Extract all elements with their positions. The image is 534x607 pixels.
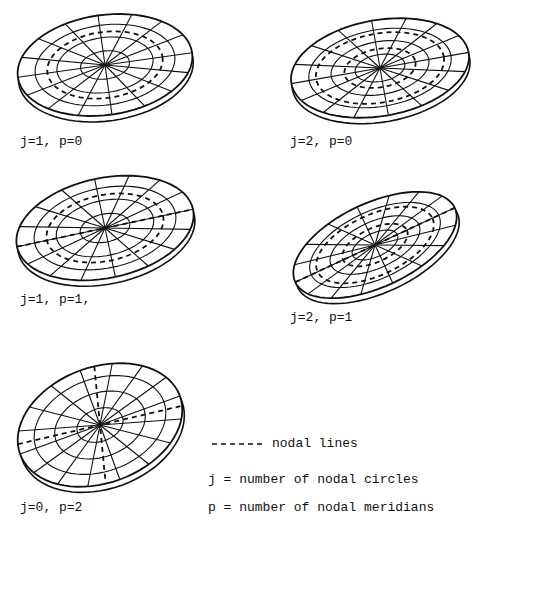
- grid-meridian: [380, 52, 469, 68]
- plate-mode: [0, 341, 201, 514]
- grid-meridian: [105, 56, 172, 100]
- grid-meridian: [100, 425, 120, 480]
- key-note: p = number of nodal meridians: [206, 500, 436, 516]
- grid-meridian: [375, 245, 393, 283]
- grid-meridian: [95, 176, 138, 228]
- grid-meridian: [18, 65, 105, 77]
- grid-circle: [20, 358, 180, 492]
- grid-meridian: [105, 65, 112, 115]
- grid-meridian: [100, 398, 181, 446]
- grid-meridian: [71, 228, 114, 280]
- grid-meridian: [65, 19, 105, 69]
- grid-meridian: [24, 65, 107, 95]
- grid-meridian: [362, 192, 431, 245]
- mode-label: j=2, p=1: [288, 310, 354, 326]
- grid-meridian: [359, 196, 406, 245]
- plate-mode: [11, 3, 200, 132]
- grid-meridian: [295, 50, 380, 83]
- grid-meridian: [295, 230, 375, 279]
- legend-dashed-line: [212, 443, 262, 445]
- grid-circle: [26, 174, 183, 282]
- grid-meridian: [372, 18, 414, 68]
- nodal-meridian: [17, 209, 193, 246]
- grid-meridian: [377, 35, 462, 68]
- grid-meridian: [62, 183, 105, 235]
- grid-meridian: [298, 68, 383, 101]
- grid-meridian: [301, 245, 381, 294]
- grid-meridian: [291, 68, 380, 84]
- grid-meridian: [105, 54, 188, 84]
- mode-label: j=1, p=0: [18, 134, 84, 150]
- grid-meridian: [100, 396, 180, 425]
- mode-label: j=0, p=2: [18, 500, 84, 516]
- grid-meridian: [105, 215, 175, 263]
- grid-meridian: [20, 425, 100, 454]
- grid-meridian: [372, 21, 380, 68]
- grid-meridian: [105, 60, 145, 110]
- plate-edge: [0, 341, 199, 508]
- grid-meridian: [38, 30, 105, 74]
- grid-circle: [297, 185, 453, 305]
- grid-meridian: [26, 425, 107, 473]
- grid-meridian: [319, 245, 388, 298]
- plate-mode: [277, 170, 475, 326]
- grid-meridian: [95, 179, 105, 228]
- grid-meridian: [311, 35, 380, 79]
- nodal-meridian: [67, 366, 134, 483]
- key-note: j = number of nodal circles: [206, 472, 421, 488]
- plate-edge: [11, 3, 199, 127]
- plate-edge: [277, 170, 472, 321]
- nodal-circle: [43, 24, 167, 106]
- grid-meridian: [44, 425, 115, 484]
- grid-meridian: [105, 228, 115, 277]
- plate-mode: [7, 160, 205, 301]
- grid-meridian: [102, 35, 185, 65]
- grid-meridian: [306, 218, 375, 271]
- nodal-circle: [305, 191, 445, 299]
- plate-edge: [7, 160, 204, 295]
- grid-meridian: [375, 211, 455, 260]
- grid-meridian: [72, 65, 112, 115]
- legend-text: nodal lines: [270, 436, 360, 452]
- grid-meridian: [375, 219, 444, 272]
- grid-meridian: [346, 68, 388, 118]
- nodal-circle: [341, 43, 419, 93]
- nodal-circle: [310, 23, 450, 114]
- grid-meridian: [100, 21, 167, 65]
- nodal-meridian: [295, 208, 455, 282]
- grid-meridian: [344, 245, 391, 294]
- grid-meridian: [105, 221, 148, 273]
- grid-meridian: [375, 231, 422, 280]
- nodal-circle: [336, 215, 414, 275]
- grid-meridian: [19, 404, 100, 452]
- grid-meridian: [328, 210, 375, 259]
- grid-meridian: [98, 15, 105, 65]
- mode-label: j=2, p=0: [288, 134, 354, 150]
- grid-meridian: [368, 196, 448, 245]
- grid-meridian: [22, 46, 105, 76]
- grid-meridian: [101, 192, 186, 228]
- plate-edge: [283, 5, 477, 131]
- grid-meridian: [43, 65, 110, 109]
- grid-meridian: [99, 15, 139, 65]
- grid-meridian: [380, 68, 388, 115]
- plate-mode: [283, 5, 478, 137]
- mode-label: j=1, p=1,: [18, 292, 92, 308]
